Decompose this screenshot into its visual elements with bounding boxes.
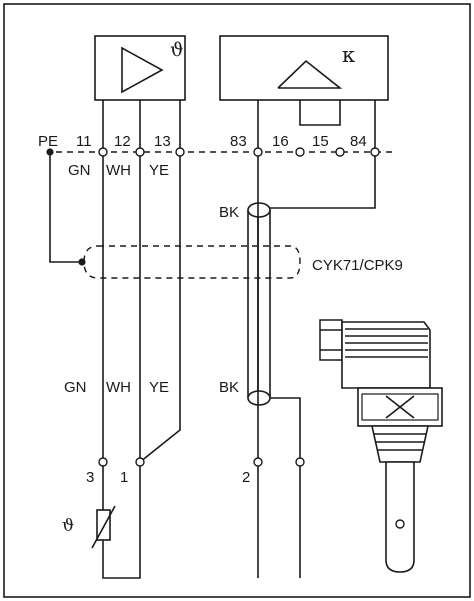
terminal-13: [175, 147, 185, 157]
temperature-module: ϑ: [94, 35, 186, 101]
wire-84-shield: [270, 100, 376, 209]
jumper-16-15: [299, 100, 341, 126]
label-2: 2: [242, 469, 250, 486]
label-top-bk: BK: [219, 204, 239, 221]
conductivity-triangle-icon: [277, 59, 343, 89]
conductivity-sensor-icon: [319, 319, 443, 573]
terminal-84: [370, 147, 380, 157]
cable-bottom-ring: [247, 390, 271, 406]
label-top-wh: WH: [106, 162, 131, 179]
label-bottom-wh: WH: [106, 379, 131, 396]
terminal-pe-dot: [46, 148, 54, 156]
label-11: 11: [76, 133, 92, 150]
cable-top-ring: [247, 202, 271, 218]
label-1: 1: [120, 469, 128, 486]
label-83: 83: [230, 133, 247, 150]
label-13: 13: [154, 133, 171, 150]
cable-bundle-outline: [83, 245, 301, 279]
label-15: 15: [312, 133, 329, 150]
label-16: 16: [272, 133, 289, 150]
label-bottom-bk: BK: [219, 379, 239, 396]
rtd-symbol: ϑ: [62, 516, 74, 536]
sensor-head: [341, 321, 431, 389]
conductivity-module-box: [219, 35, 389, 101]
diagram-frame: [3, 3, 471, 598]
label-top-gn: GN: [68, 162, 91, 179]
label-12: 12: [114, 133, 131, 150]
wire-pe: [49, 152, 82, 263]
terminal-2: [253, 457, 263, 467]
cable-type-label: CYK71/CPK9: [312, 257, 403, 274]
label-3: 3: [86, 469, 94, 486]
label-pe: PE: [38, 133, 58, 150]
pe-junction-dot: [78, 258, 86, 266]
terminal-11: [98, 147, 108, 157]
rtd-resistor: ϑ: [62, 505, 116, 549]
wire-shield-bottom: [270, 397, 301, 578]
rtd-loop: [102, 575, 141, 579]
label-bottom-ye: YE: [149, 379, 169, 396]
sensor-thread: [371, 425, 429, 463]
terminal-12: [135, 147, 145, 157]
terminal-shield-bottom: [295, 457, 305, 467]
coax-cable: [247, 202, 271, 406]
terminal-16: [295, 147, 305, 157]
terminal-3: [98, 457, 108, 467]
conductivity-module: κ: [219, 35, 389, 101]
terminal-1: [135, 457, 145, 467]
resistor-slash: [91, 505, 116, 549]
wire-ye: [139, 100, 181, 463]
terminal-83: [253, 147, 263, 157]
sensor-hole: [395, 519, 405, 529]
conductivity-symbol: κ: [342, 43, 355, 67]
label-top-ye: YE: [149, 162, 169, 179]
terminal-15: [335, 147, 345, 157]
label-84: 84: [350, 133, 367, 150]
temperature-symbol: ϑ: [170, 39, 184, 61]
sensor-shaft: [385, 461, 415, 573]
label-bottom-gn: GN: [64, 379, 87, 396]
amplifier-triangle-icon: [121, 46, 164, 94]
sensor-gland: [319, 319, 343, 361]
